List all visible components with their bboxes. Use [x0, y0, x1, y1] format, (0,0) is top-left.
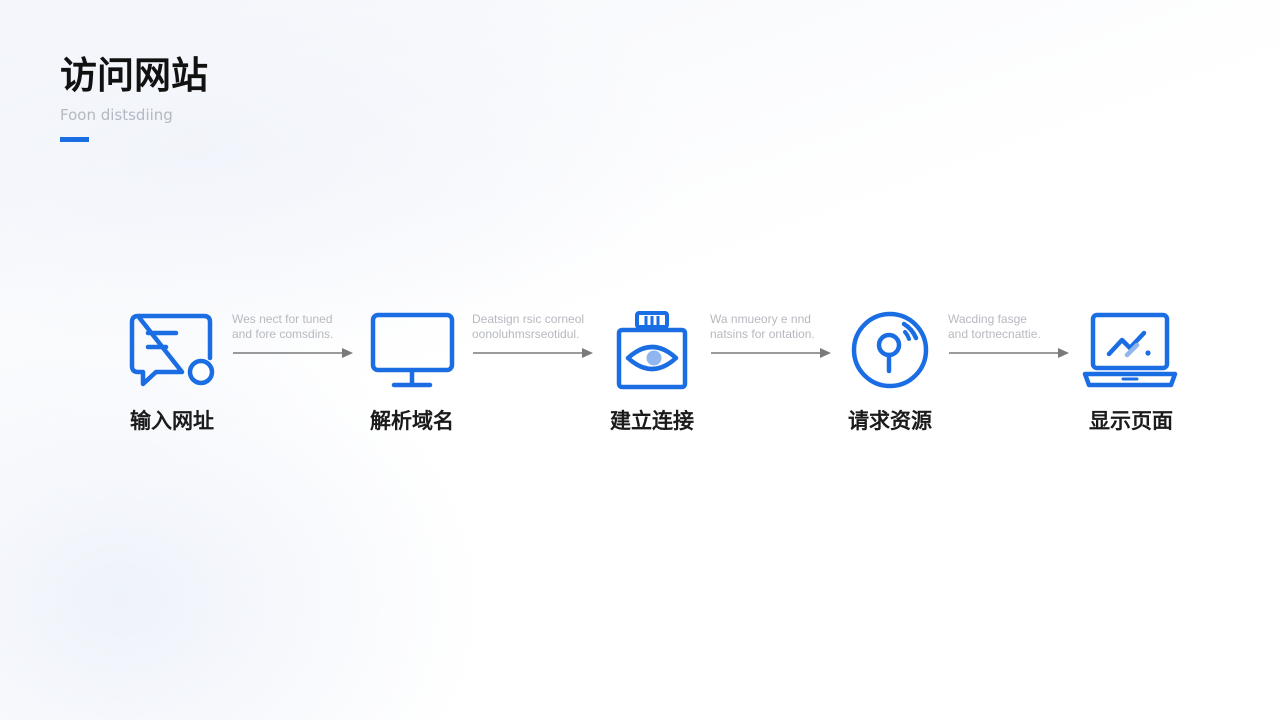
step-request-resources: 请求资源 [830, 308, 950, 436]
connector-note: Deatsign rsic corneol [472, 312, 585, 326]
step-display-page: 显示页面 [1071, 308, 1191, 436]
step-establish-connection: 建立连接 [592, 308, 712, 436]
step-resolve-domain: 解析域名 [352, 308, 472, 436]
connector-3: Wa nmueory e nnd natsins for ontation. [710, 312, 836, 358]
step-label: 请求资源 [848, 409, 932, 433]
connector-note: Wa nmueory e nnd [710, 312, 811, 326]
page-title: 访问网站 [60, 54, 208, 97]
step-label: 显示页面 [1089, 409, 1173, 433]
laptop-chart-icon [1082, 312, 1178, 388]
connector-note: and tortnecnattie. [948, 327, 1041, 341]
arrow-right-icon [473, 348, 593, 358]
page-subtitle: Foon distsdiing [60, 106, 173, 124]
arrow-right-icon [233, 348, 353, 358]
connector-note: and fore comsdins. [232, 327, 334, 341]
connector-note: Wacding fasge [948, 312, 1027, 326]
chat-bubble-icon [129, 313, 215, 387]
step-label: 输入网址 [130, 409, 214, 433]
connector-1: Wes nect for tuned and fore comsdins. [232, 312, 358, 358]
step-label: 解析域名 [370, 409, 454, 433]
search-circle-icon [851, 311, 929, 389]
connector-2: Deatsign rsic corneol oonoluhmsrseotidul… [472, 312, 598, 358]
connector-4: Wacding fasge and tortnecnattie. [948, 312, 1074, 358]
eye-scan-icon [616, 311, 688, 390]
step-label: 建立连接 [610, 409, 694, 433]
title-accent-bar [60, 137, 89, 142]
connector-note: Wes nect for tuned [232, 312, 333, 326]
arrow-right-icon [711, 348, 831, 358]
monitor-icon [370, 312, 455, 388]
arrow-right-icon [949, 348, 1069, 358]
step-input-url: 输入网址 [112, 308, 232, 436]
connector-note: oonoluhmsrseotidul. [472, 327, 580, 341]
connector-note: natsins for ontation. [710, 327, 815, 341]
